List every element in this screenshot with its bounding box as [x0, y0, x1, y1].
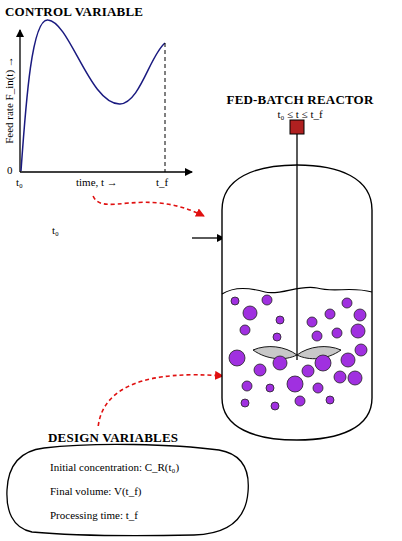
- bubble: [342, 298, 352, 308]
- dashed-link-arrow: [93, 196, 204, 216]
- reactor-vessel: FED-BATCH REACTORt₀ ≤ t ≤ t_f: [205, 88, 395, 448]
- time-label: t₀: [16, 176, 23, 188]
- bubble: [334, 371, 346, 383]
- bubble: [231, 297, 239, 305]
- bubble: [262, 295, 272, 305]
- reactor-drawing: [205, 88, 395, 448]
- design-variable: Processing time: t_f: [50, 509, 138, 521]
- stirrer-motor: [290, 120, 304, 134]
- bubble: [348, 371, 362, 385]
- bubble: [307, 317, 317, 327]
- final-time-line: [165, 43, 166, 172]
- time-label: t₀: [52, 224, 59, 236]
- bubble: [315, 355, 331, 371]
- bubble: [254, 364, 266, 376]
- y-axis: [19, 30, 20, 172]
- axis-origin: 0: [7, 164, 13, 176]
- bubble: [302, 365, 314, 377]
- bubble: [241, 399, 249, 407]
- bubble: [354, 309, 366, 321]
- bubble: [325, 309, 335, 319]
- reactor-title: FED-BATCH REACTOR: [226, 92, 373, 108]
- impeller-blade: [253, 347, 297, 359]
- x-axis: [20, 171, 192, 172]
- dashed-link-arrow: [98, 375, 223, 426]
- design-title: DESIGN VARIABLES: [48, 430, 178, 446]
- bubble: [332, 328, 342, 338]
- axis-label: time, t →: [76, 176, 118, 188]
- control-variable-plot: CONTROL VARIABLE: [2, 2, 200, 194]
- bubble: [229, 350, 245, 366]
- time-range: t₀ ≤ t ≤ t_f: [277, 108, 322, 120]
- plot-title: CONTROL VARIABLE: [5, 4, 143, 20]
- design-variable: Final volume: V(t_f): [50, 485, 141, 497]
- bubble: [266, 384, 274, 392]
- bubble: [287, 376, 303, 392]
- design-variable: Initial concentration: C_R(t₀): [50, 461, 179, 473]
- bubble: [341, 353, 355, 367]
- bubble: [271, 402, 279, 410]
- bubble: [326, 396, 334, 404]
- feed-rate-curve: [21, 20, 165, 171]
- design-variables-blob: DESIGN VARIABLES Initial concentration: C…: [4, 430, 252, 538]
- bubble: [242, 381, 252, 391]
- bubble: [312, 331, 322, 341]
- axis-label: Feed rate F_in(t) →: [3, 56, 15, 144]
- bubble: [243, 306, 257, 320]
- bubble: [240, 325, 250, 335]
- stirrer-shaft: [296, 134, 297, 360]
- bubble: [351, 324, 365, 338]
- bubble: [313, 383, 323, 393]
- blob-outline: [7, 444, 248, 535]
- feed-inlet-arrow: [192, 237, 224, 238]
- blob-drawing: [4, 430, 252, 538]
- time-label: t_f: [156, 176, 168, 188]
- bubble: [355, 344, 367, 356]
- bubble: [295, 396, 305, 406]
- bubble: [276, 316, 284, 324]
- bubble: [273, 333, 281, 341]
- bubble: [273, 356, 287, 370]
